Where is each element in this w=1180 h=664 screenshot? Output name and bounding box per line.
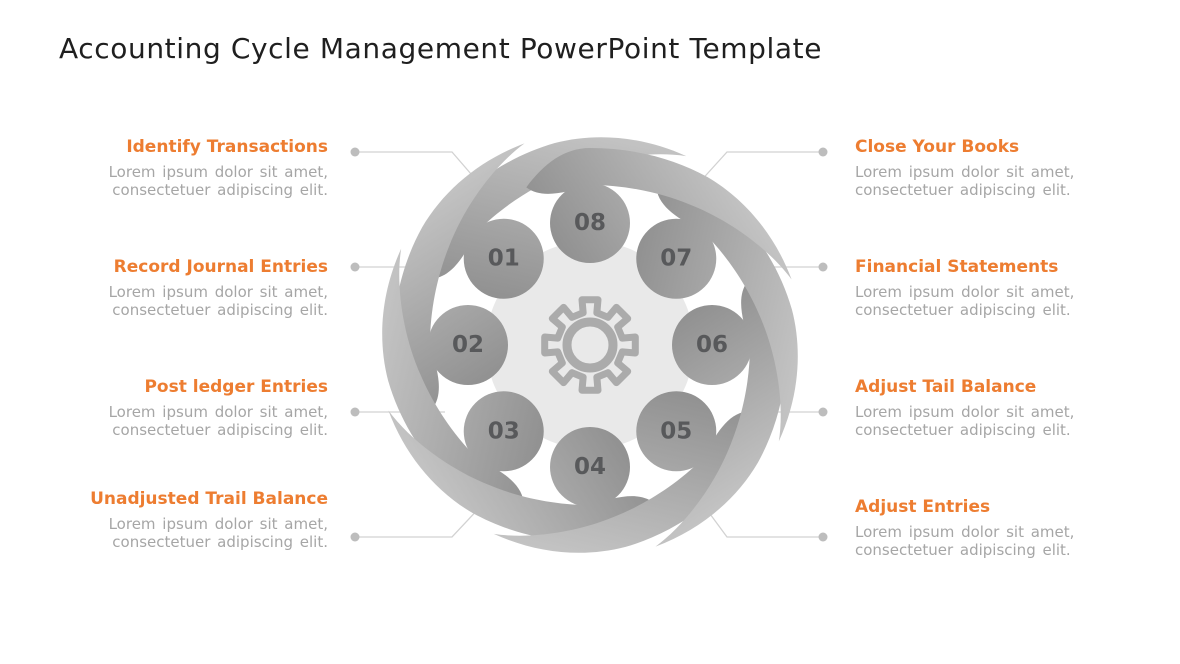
connector-dot [350,407,360,417]
step-item-07: Financial Statements Lorem ipsum dolor s… [855,257,1095,319]
slide-title: Accounting Cycle Management PowerPoint T… [59,32,823,65]
step-number: 07 [660,246,692,272]
step-description: Lorem ipsum dolor sit amet, consectetuer… [108,283,328,319]
connector-dot [350,147,360,157]
step-item-06: Adjust Tail Balance Lorem ipsum dolor si… [855,377,1095,439]
connector-dot [818,262,828,272]
step-heading: Close Your Books [855,137,1020,157]
step-item-05: Adjust Entries Lorem ipsum dolor sit ame… [855,497,1095,559]
step-item-03: Post ledger Entries Lorem ipsum dolor si… [88,377,328,439]
step-item-04: Unadjusted Trail Balance Lorem ipsum dol… [88,489,328,551]
step-description: Lorem ipsum dolor sit amet, consectetuer… [855,163,1075,199]
step-description: Lorem ipsum dolor sit amet, consectetuer… [108,163,328,199]
step-description: Lorem ipsum dolor sit amet, consectetuer… [855,403,1075,439]
step-number: 06 [696,332,728,358]
step-heading: Unadjusted Trail Balance [90,489,328,509]
step-number: 02 [452,332,484,358]
gear-icon [541,296,639,394]
step-number: 08 [574,210,606,236]
step-description: Lorem ipsum dolor sit amet, consectetuer… [855,523,1075,559]
step-item-08: Close Your Books Lorem ipsum dolor sit a… [855,137,1095,199]
step-item-02: Record Journal Entries Lorem ipsum dolor… [88,257,328,319]
step-number: 05 [660,418,692,444]
step-heading: Record Journal Entries [113,257,328,277]
step-number: 01 [488,246,520,272]
connector-dot [818,532,828,542]
step-heading: Post ledger Entries [144,377,328,397]
step-description: Lorem ipsum dolor sit amet, consectetuer… [855,283,1075,319]
connector-dot [350,262,360,272]
connector-dot [350,532,360,542]
step-heading: Adjust Tail Balance [855,377,1037,397]
step-number: 03 [488,418,520,444]
step-description: Lorem ipsum dolor sit amet, consectetuer… [108,403,328,439]
step-heading: Identify Transactions [126,137,328,157]
step-heading: Adjust Entries [855,497,991,517]
process-wheel: 01 02 03 04 05 06 07 08 [308,63,872,627]
step-number: 04 [574,454,606,480]
step-description: Lorem ipsum dolor sit amet, consectetuer… [108,515,328,551]
step-heading: Financial Statements [855,257,1059,277]
connector-dot [818,147,828,157]
step-item-01: Identify Transactions Lorem ipsum dolor … [88,137,328,199]
connector-dot [818,407,828,417]
